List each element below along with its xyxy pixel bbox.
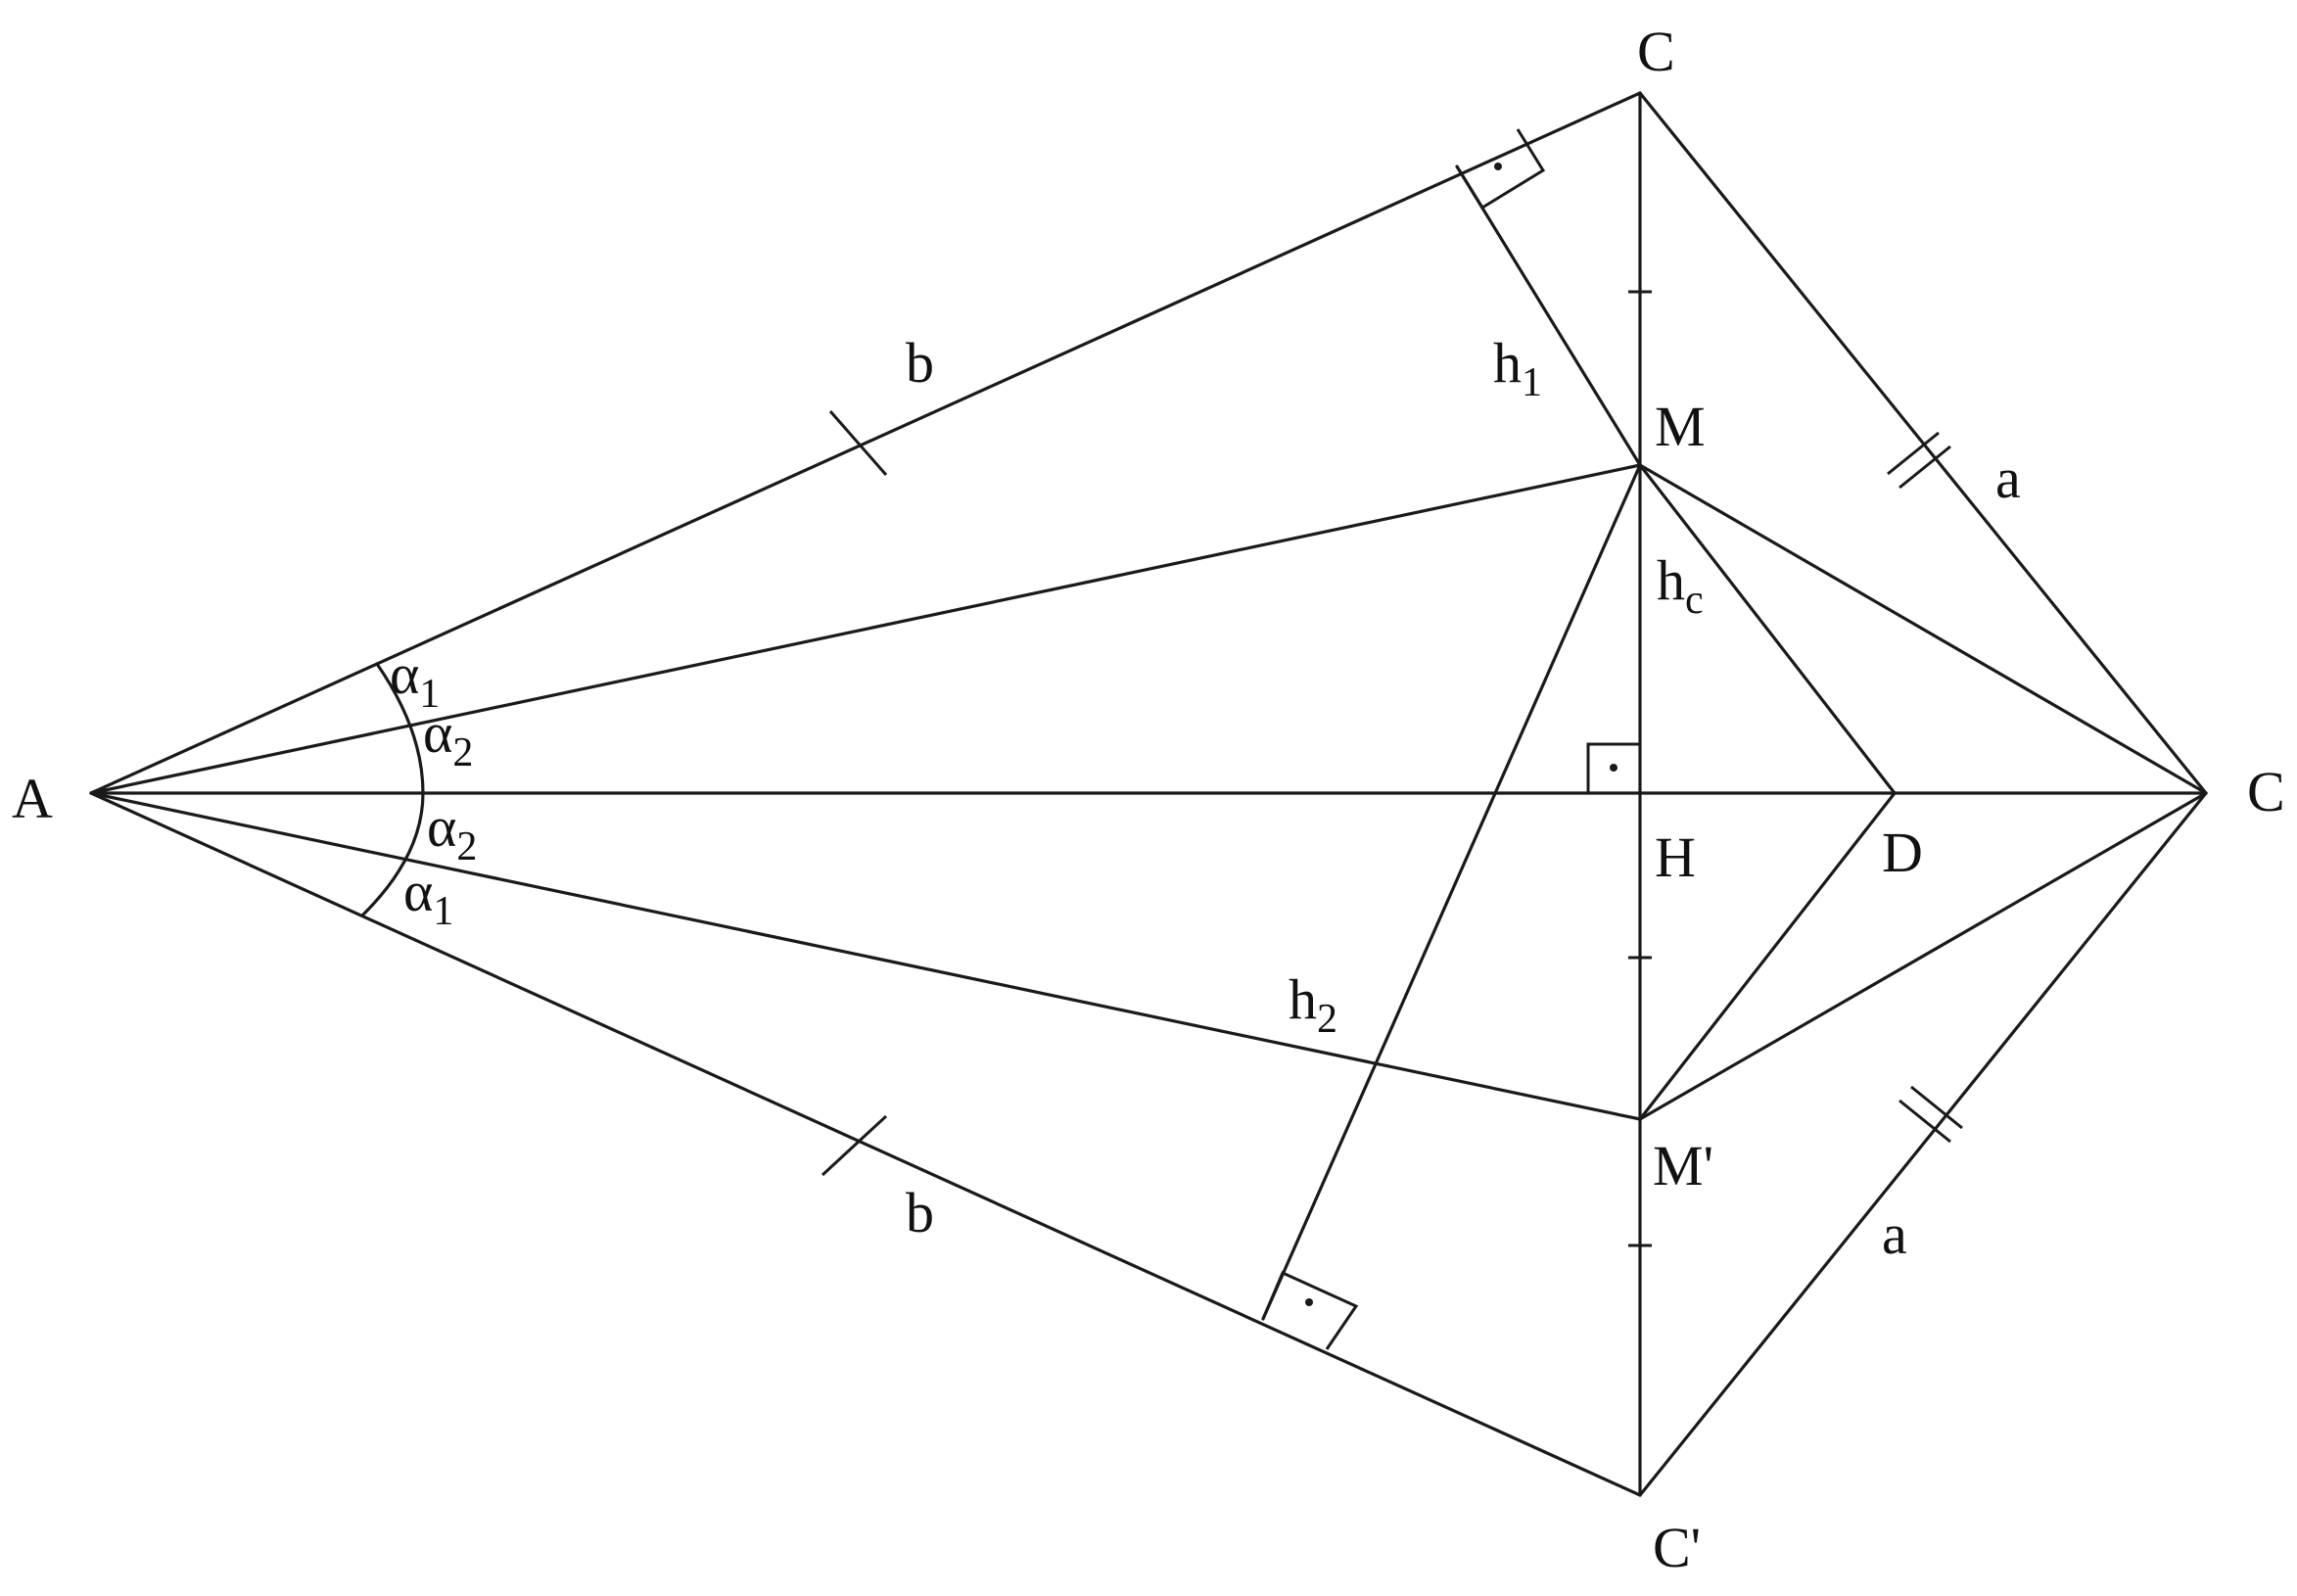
label-alpha2-top-base: α (423, 701, 452, 765)
label-hc: hc (1657, 548, 1704, 623)
segment-M-C-right (1638, 463, 2208, 795)
label-alpha1-top: α1 (390, 642, 440, 717)
label-alpha2-top-sub: 2 (452, 730, 473, 775)
label-h1: h1 (1493, 331, 1542, 405)
segment-C-bottom-C-right (1638, 791, 2208, 1497)
label-h1-base: h (1493, 331, 1522, 395)
label-alpha2-bottom-sub: 2 (456, 824, 477, 869)
right-angle-marker-h1 (1455, 128, 1546, 211)
segment-M-prime-C-right (1638, 791, 2208, 1121)
tick-b-top (828, 410, 888, 476)
tick-a-top-1 (1887, 431, 1940, 476)
label-A: A (12, 767, 53, 830)
label-h2-sub: 2 (1317, 997, 1337, 1042)
label-alpha2-bottom: α2 (427, 795, 477, 869)
label-C-right: C (2247, 760, 2285, 823)
label-alpha2-top: α2 (423, 701, 473, 775)
label-M-prime: M' (1653, 1134, 1713, 1197)
label-D: D (1882, 821, 1923, 884)
tick-b-bottom (820, 1114, 888, 1177)
right-angle-dot-h2 (1305, 1298, 1313, 1306)
label-h2-base: h (1289, 967, 1317, 1031)
segment-A-C-top (89, 91, 1642, 795)
segment-A-C-bottom (89, 791, 1642, 1497)
label-hc-base: h (1657, 548, 1685, 612)
label-a-bottom: a (1882, 1202, 1907, 1266)
label-alpha1-top-base: α (390, 642, 419, 706)
label-M: M (1655, 395, 1706, 458)
tick-a-bottom-2 (1910, 1085, 1963, 1130)
label-alpha1-bottom: α1 (403, 860, 453, 934)
tick-a-bottom-1 (1899, 1099, 1951, 1144)
right-angle-marker-H (1586, 742, 1640, 793)
label-C-bottom: C' (1653, 1516, 1701, 1579)
right-angle-marker-h2 (1261, 1270, 1359, 1350)
label-alpha1-top-sub: 1 (419, 672, 440, 717)
label-h1-sub: 1 (1522, 360, 1542, 405)
label-alpha1-bottom-sub: 1 (433, 889, 453, 934)
segment-A-M-prime (89, 791, 1642, 1121)
angle-arc-A (360, 662, 425, 917)
label-hc-sub: c (1685, 578, 1704, 623)
tick-a-top-2 (1899, 445, 1951, 490)
label-C-top: C (1637, 20, 1675, 83)
segment-A-M (89, 463, 1642, 795)
segment-M-prime-D (1638, 791, 1897, 1121)
label-H: H (1655, 825, 1696, 889)
label-b-bottom: b (906, 1181, 934, 1244)
segment-h2 (1261, 463, 1642, 1321)
right-angle-dot-h1 (1494, 163, 1502, 170)
label-h2: h2 (1289, 967, 1337, 1042)
segment-h1 (1455, 164, 1642, 467)
label-a-top: a (1995, 446, 2021, 510)
label-b-top: b (906, 331, 934, 395)
label-alpha2-bottom-base: α (427, 795, 456, 859)
segment-C-top-C-right (1638, 91, 2208, 795)
right-angle-dot-H (1610, 764, 1617, 772)
segment-M-D (1638, 463, 1897, 795)
label-alpha1-bottom-base: α (403, 860, 433, 923)
